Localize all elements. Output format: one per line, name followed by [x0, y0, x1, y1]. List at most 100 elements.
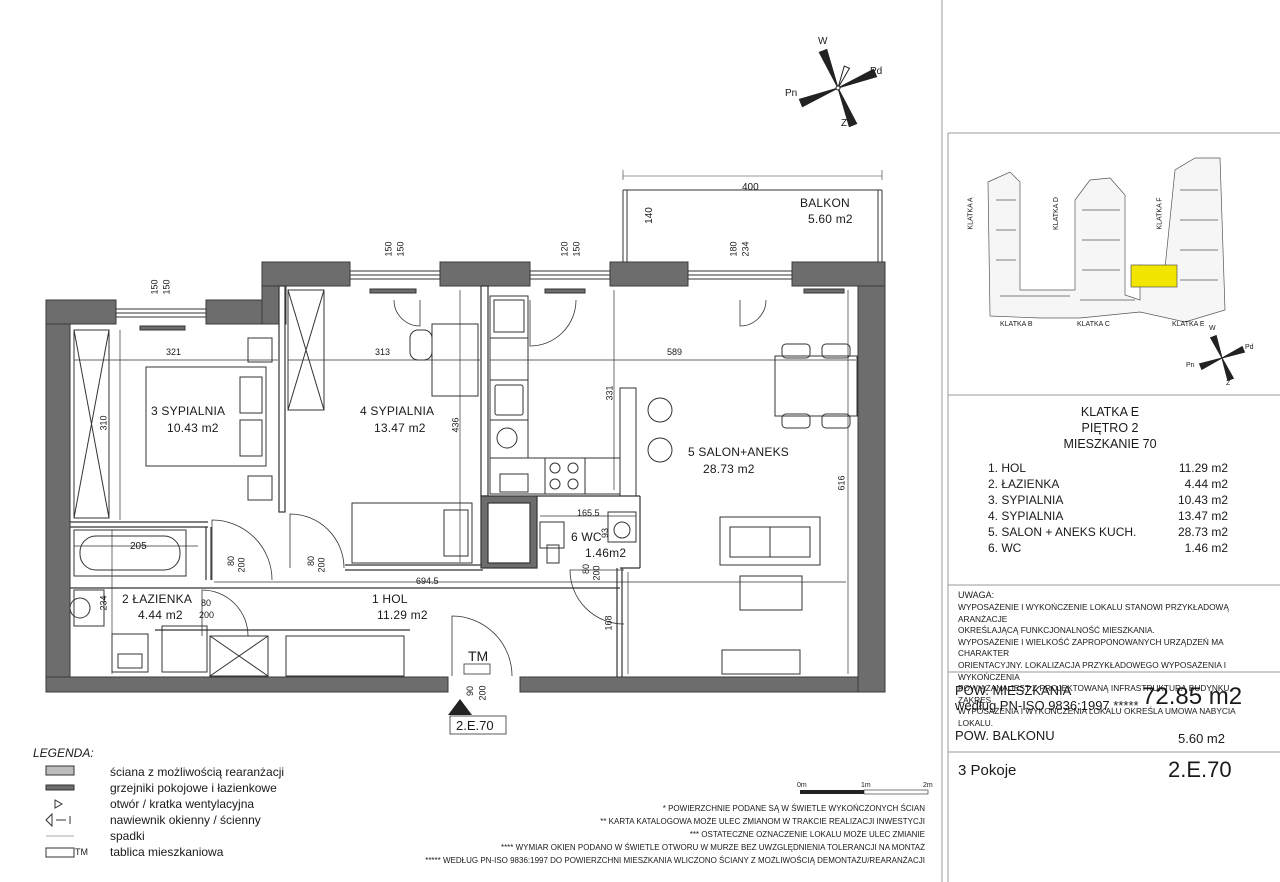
dim-436: 436	[450, 417, 461, 433]
balcony	[622, 170, 883, 262]
wall-bottom-right	[519, 676, 886, 693]
room-name-hol: 1 HOL	[372, 592, 408, 606]
room-area-sypialnia-3: 10.43 m2	[167, 421, 219, 435]
room-area-sypialnia-4: 13.47 m2	[374, 421, 426, 435]
compass-w: Pn	[785, 88, 798, 99]
legend-title: LEGENDA:	[33, 746, 94, 760]
dim-win1b: 150	[161, 279, 172, 295]
dim-win3b: 150	[571, 241, 582, 257]
compass-n: W	[818, 36, 828, 47]
mini-compass-n: W	[1209, 325, 1216, 332]
dim-win2a: 150	[383, 241, 394, 257]
key-plan	[987, 157, 1226, 323]
pokoje-label: 3 Pokoje	[958, 762, 1017, 779]
wall-top-4	[261, 261, 351, 287]
tm-marker	[448, 663, 507, 735]
dimension-lines	[74, 290, 856, 674]
dim-door4a: 80	[581, 563, 592, 575]
legend-item: ściana z możliwością rearanżacji	[110, 765, 285, 779]
walls	[45, 261, 886, 693]
legend-item: tablica mieszkaniowa	[110, 845, 224, 859]
dim-door3b: 200	[199, 610, 215, 620]
mini-compass	[1198, 334, 1246, 382]
windows	[115, 270, 845, 331]
pow-title: POW. MIESZKANIA	[955, 683, 1072, 698]
room-name-salon: 5 SALON+ANEKS	[688, 445, 789, 459]
room-area-lazienka: 4.44 m2	[138, 608, 183, 622]
compass	[798, 48, 878, 128]
keyplan-label-c: KLATKA C	[1077, 321, 1110, 328]
dim-589: 589	[667, 347, 683, 357]
dim-balcony-width: 400	[742, 182, 759, 193]
unit-tag: 2.E.70	[456, 718, 494, 733]
dim-door1b: 200	[236, 557, 247, 573]
dim-205: 205	[130, 541, 147, 552]
footnote: * POWIERZCHNIE PODANE SĄ W ŚWIETLE WYKOŃ…	[662, 804, 925, 813]
dim-door5a: 90	[465, 685, 476, 697]
dim-win1a: 150	[149, 279, 160, 295]
compass-e: Pd	[870, 66, 883, 77]
dim-balcony-depth: 140	[643, 207, 655, 224]
dim-door4b: 200	[591, 565, 602, 581]
balkon-value: 5.60 m2	[1178, 731, 1225, 746]
scale-1: 1m	[861, 782, 871, 789]
dim-616: 616	[836, 475, 847, 491]
dim-win2b: 150	[395, 241, 406, 257]
mini-compass-w: Pn	[1186, 362, 1195, 369]
balcony-area: 5.60 m2	[808, 212, 853, 226]
keyplan-label-f: KLATKA F	[1156, 197, 1164, 230]
pow-norm: według PN-ISO 9836:1997 *****	[955, 698, 1139, 713]
legend-item: otwór / kratka wentylacyjna	[110, 797, 255, 811]
footnote: **** WYMIAR OKIEN PODANO W ŚWIETLE OTWOR…	[500, 843, 925, 852]
tm-label: TM	[468, 648, 489, 664]
compass-s: Z	[841, 118, 848, 129]
pow-value: 72.85 m2	[1142, 683, 1243, 710]
room-name-sypialnia-3: 3 SYPIALNIA	[151, 404, 226, 418]
legend-item: nawiewnik okienny / ścienny	[110, 813, 261, 827]
dim-win3a: 120	[559, 241, 570, 257]
wall-top-2	[205, 299, 263, 325]
legend-item: spadki	[110, 829, 145, 843]
wall-top-5	[439, 261, 531, 287]
dim-310: 310	[98, 415, 109, 431]
legend-item: grzejniki pokojowe i łazienkowe	[110, 781, 277, 795]
wall-left	[45, 299, 71, 693]
dim-168: 168	[603, 615, 614, 631]
room-area-salon: 28.73 m2	[703, 462, 755, 476]
dim-165-5: 165.5	[577, 508, 600, 518]
legend-tm: TM	[75, 847, 88, 857]
uwaga-title: UWAGA:	[958, 590, 995, 600]
wall-right	[857, 261, 886, 693]
mini-compass-s: Z	[1226, 380, 1231, 387]
info-pietro: PIĘTRO 2	[1081, 421, 1139, 435]
scale-bar	[800, 789, 929, 795]
wall-top-6	[609, 261, 689, 287]
keyplan-label-a: KLATKA A	[967, 197, 975, 230]
wall-top-7	[791, 261, 886, 287]
dim-93: 93	[600, 527, 611, 539]
doors	[201, 299, 767, 677]
wall-top-1	[45, 299, 117, 325]
footnote: *** OSTATECZNE OZNACZENIE LOKALU MOŻE UL…	[689, 830, 925, 839]
dim-694-5: 694.5	[416, 576, 439, 586]
dim-door5b: 200	[477, 685, 488, 701]
room-name-sypialnia-4: 4 SYPIALNIA	[360, 404, 435, 418]
dim-313: 313	[375, 347, 391, 357]
dim-234: 234	[98, 595, 109, 611]
unit-code: 2.E.70	[1168, 757, 1232, 782]
room-name-lazienka: 2 ŁAZIENKA	[122, 592, 193, 606]
info-klatka: KLATKA E	[1080, 405, 1140, 419]
room-name-wc: 6 WC	[571, 530, 602, 544]
dim-door3a: 80	[201, 598, 212, 608]
scale-0: 0m	[797, 782, 807, 789]
balkon-label: POW. BALKONU	[955, 728, 1055, 743]
furniture	[69, 289, 858, 677]
info-room-row: 5. SALON + ANEKS KUCH.28.73 m2	[988, 525, 1228, 539]
info-mieszkanie: MIESZKANIE 70	[1063, 437, 1157, 451]
